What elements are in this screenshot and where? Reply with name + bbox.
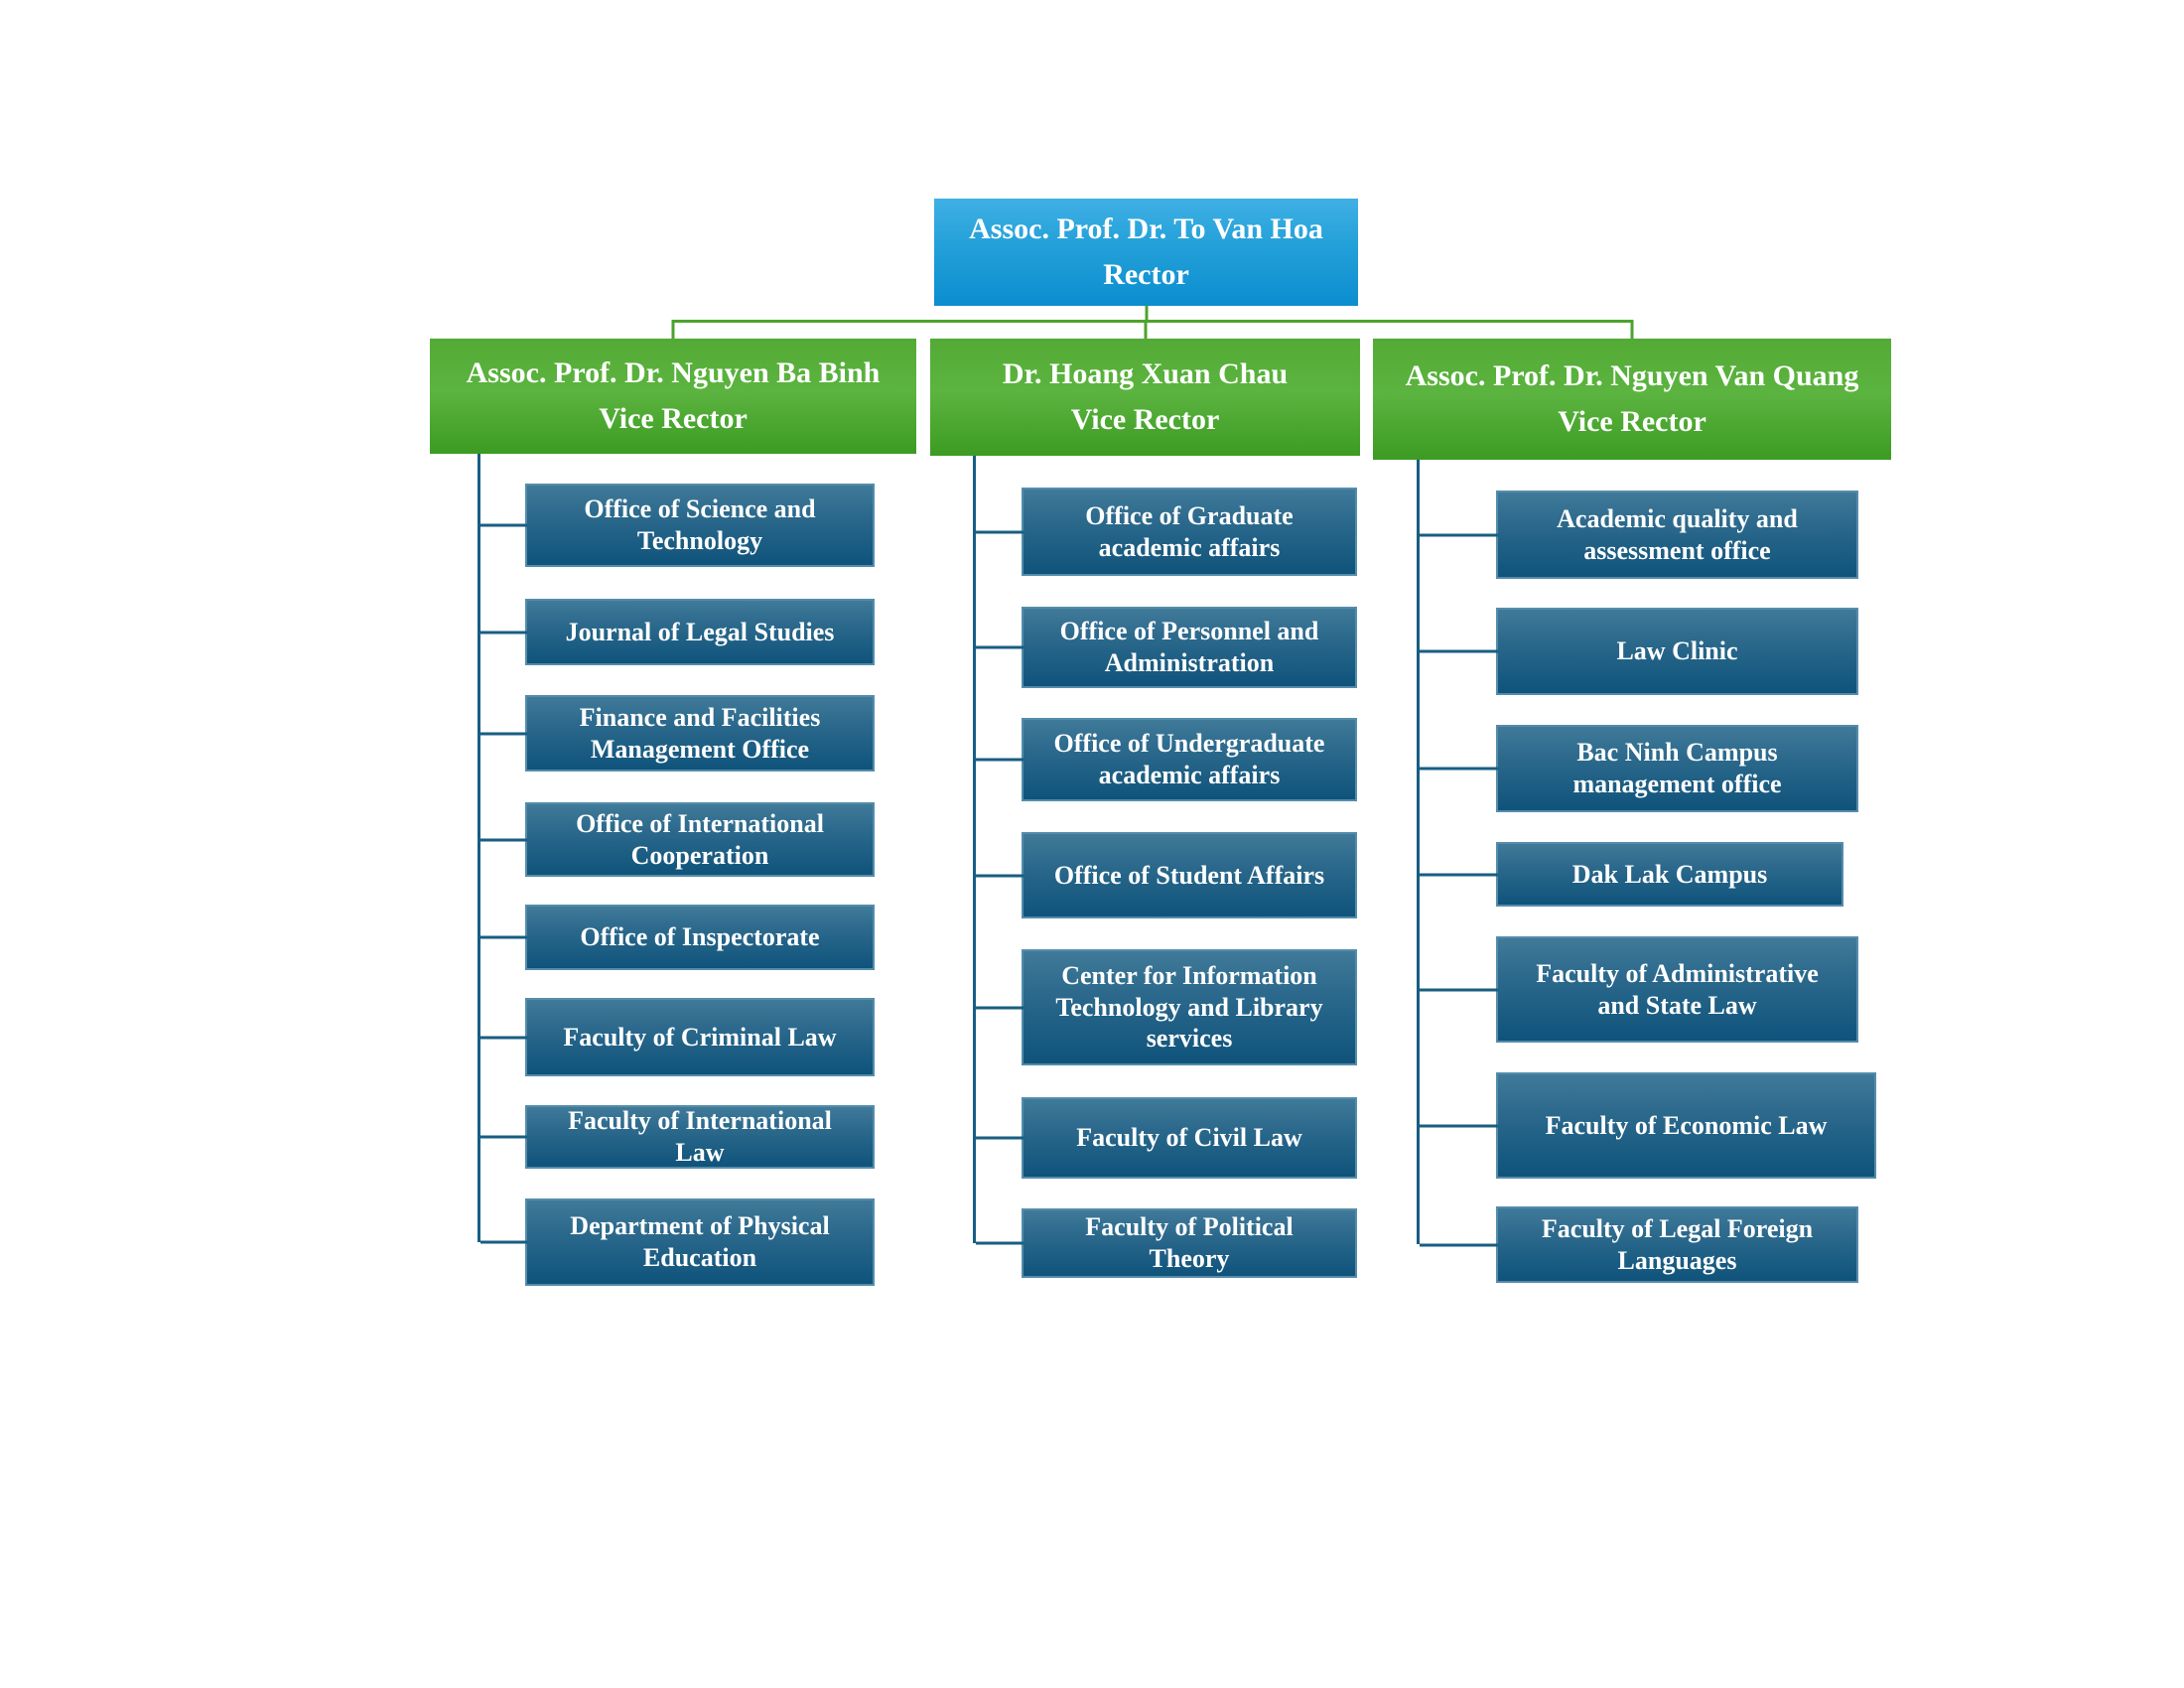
- org-unit-box: Dak Lak Campus: [1496, 842, 1843, 907]
- org-unit-box: Office of International Cooperation: [525, 802, 875, 877]
- org-unit-box: Law Clinic: [1496, 608, 1858, 695]
- vice-rector-title: Vice Rector: [1558, 405, 1706, 438]
- org-unit-box: Office of Student Affairs: [1022, 832, 1357, 918]
- org-unit-box: Faculty of International Law: [525, 1105, 875, 1169]
- vice-rector-box-1: Assoc. Prof. Dr. Nguyen Ba Binh Vice Rec…: [430, 339, 916, 454]
- vice-rector-box-3: Assoc. Prof. Dr. Nguyen Van Quang Vice R…: [1373, 339, 1891, 460]
- org-unit-box: Faculty of Political Theory: [1022, 1208, 1357, 1278]
- rector-name: Assoc. Prof. Dr. To Van Hoa: [969, 211, 1323, 245]
- rector-box: Assoc. Prof. Dr. To Van Hoa Rector: [934, 199, 1358, 306]
- org-unit-box: Journal of Legal Studies: [525, 599, 875, 665]
- org-unit-box: Bac Ninh Campus management office: [1496, 725, 1858, 812]
- vice-rector-name: Dr. Hoang Xuan Chau: [1002, 356, 1289, 390]
- connector-column-2-vertical: [973, 456, 976, 1243]
- org-unit-box: Office of Science and Technology: [525, 484, 875, 567]
- connector-column-3-vertical: [1417, 460, 1420, 1244]
- org-unit-box: Faculty of Civil Law: [1022, 1097, 1357, 1179]
- org-unit-box: Office of Graduate academic affairs: [1022, 488, 1357, 576]
- org-unit-box: Office of Inspectorate: [525, 905, 875, 970]
- org-unit-box: Faculty of Administrative and State Law: [1496, 936, 1858, 1043]
- rector-title: Rector: [1103, 258, 1189, 291]
- vice-rector-box-2: Dr. Hoang Xuan Chau Vice Rector: [930, 339, 1360, 456]
- vice-rector-name: Assoc. Prof. Dr. Nguyen Van Quang: [1405, 358, 1859, 392]
- org-unit-box: Finance and Facilities Management Office: [525, 695, 875, 772]
- vice-rector-title: Vice Rector: [1070, 403, 1220, 436]
- org-unit-box: Office of Personnel and Administration: [1022, 607, 1357, 688]
- connector-rector-horizontal: [672, 320, 1633, 323]
- org-unit-box: Center for Information Technology and Li…: [1022, 949, 1357, 1065]
- org-unit-box: Department of Physical Education: [525, 1198, 875, 1286]
- vice-rector-name: Assoc. Prof. Dr. Nguyen Ba Binh: [466, 355, 881, 389]
- org-unit-box: Faculty of Criminal Law: [525, 998, 875, 1076]
- org-unit-box: Academic quality and assessment office: [1496, 491, 1858, 579]
- connector-column-1-vertical: [478, 453, 480, 1242]
- org-unit-box: Office of Undergraduate academic affairs: [1022, 718, 1357, 801]
- org-unit-box: Faculty of Legal Foreign Languages: [1496, 1206, 1858, 1283]
- org-unit-box: Faculty of Economic Law: [1496, 1072, 1876, 1179]
- vice-rector-title: Vice Rector: [599, 402, 748, 435]
